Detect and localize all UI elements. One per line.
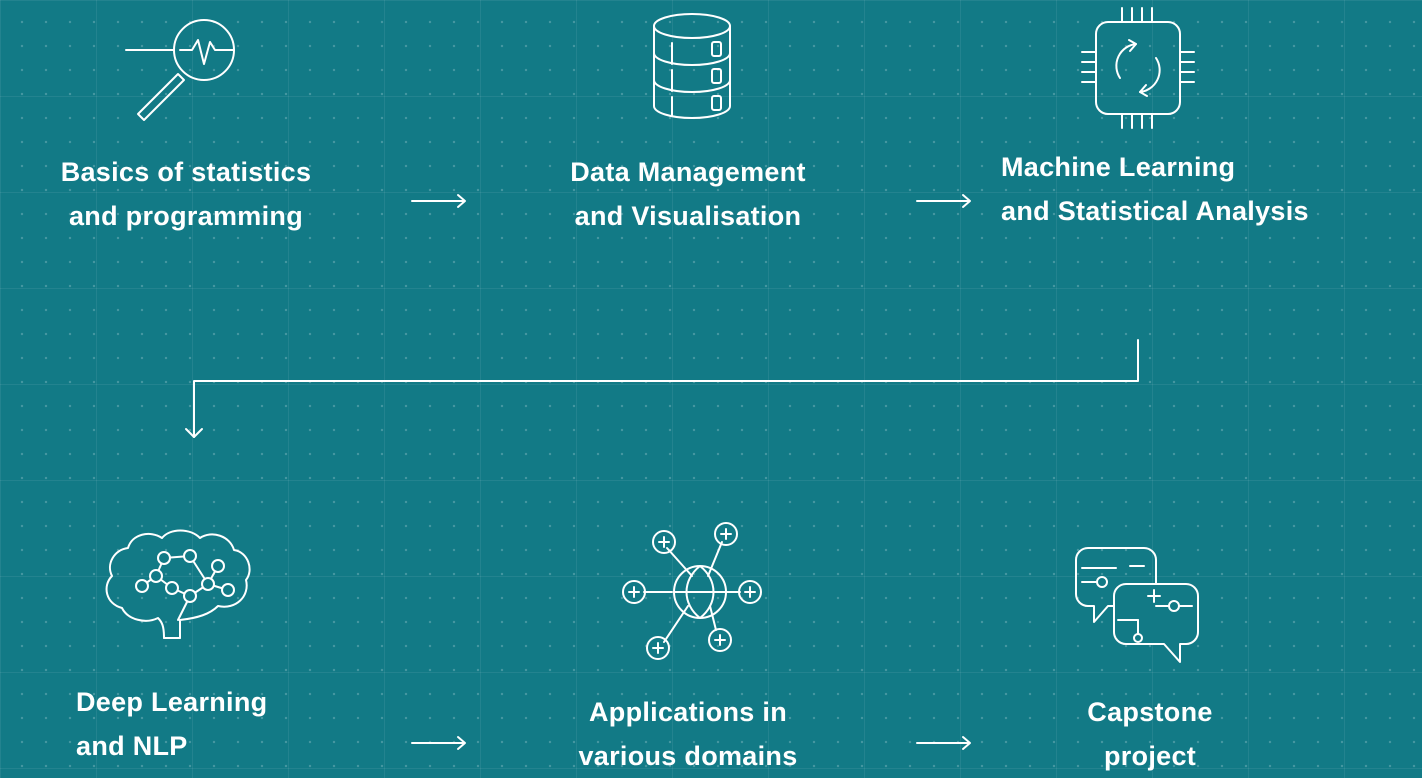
flow-arrow-3 bbox=[410, 735, 470, 751]
database-icon bbox=[640, 8, 745, 133]
stage-label-basics: Basics of statistics and programming bbox=[60, 157, 312, 231]
processor-chip-icon bbox=[1074, 6, 1204, 131]
stage-label-machine-learning: Machine Learning and Statistical Analysi… bbox=[1001, 152, 1309, 226]
flow-arrow-2 bbox=[915, 193, 975, 209]
stage-label-data-management: Data Management and Visualisation bbox=[570, 157, 806, 231]
stage-label-applications: Applications in various domains bbox=[578, 697, 798, 771]
stage-label-capstone: Capstone project bbox=[1087, 697, 1213, 771]
flow-arrow-4 bbox=[915, 735, 975, 751]
brain-network-icon bbox=[98, 528, 258, 658]
chat-bubbles-icon bbox=[1068, 538, 1218, 668]
globe-network-icon bbox=[612, 520, 777, 665]
magnifier-pulse-icon bbox=[118, 12, 248, 127]
stage-label-deep-learning: Deep Learning and NLP bbox=[76, 687, 268, 761]
flow-arrow-1 bbox=[410, 193, 470, 209]
